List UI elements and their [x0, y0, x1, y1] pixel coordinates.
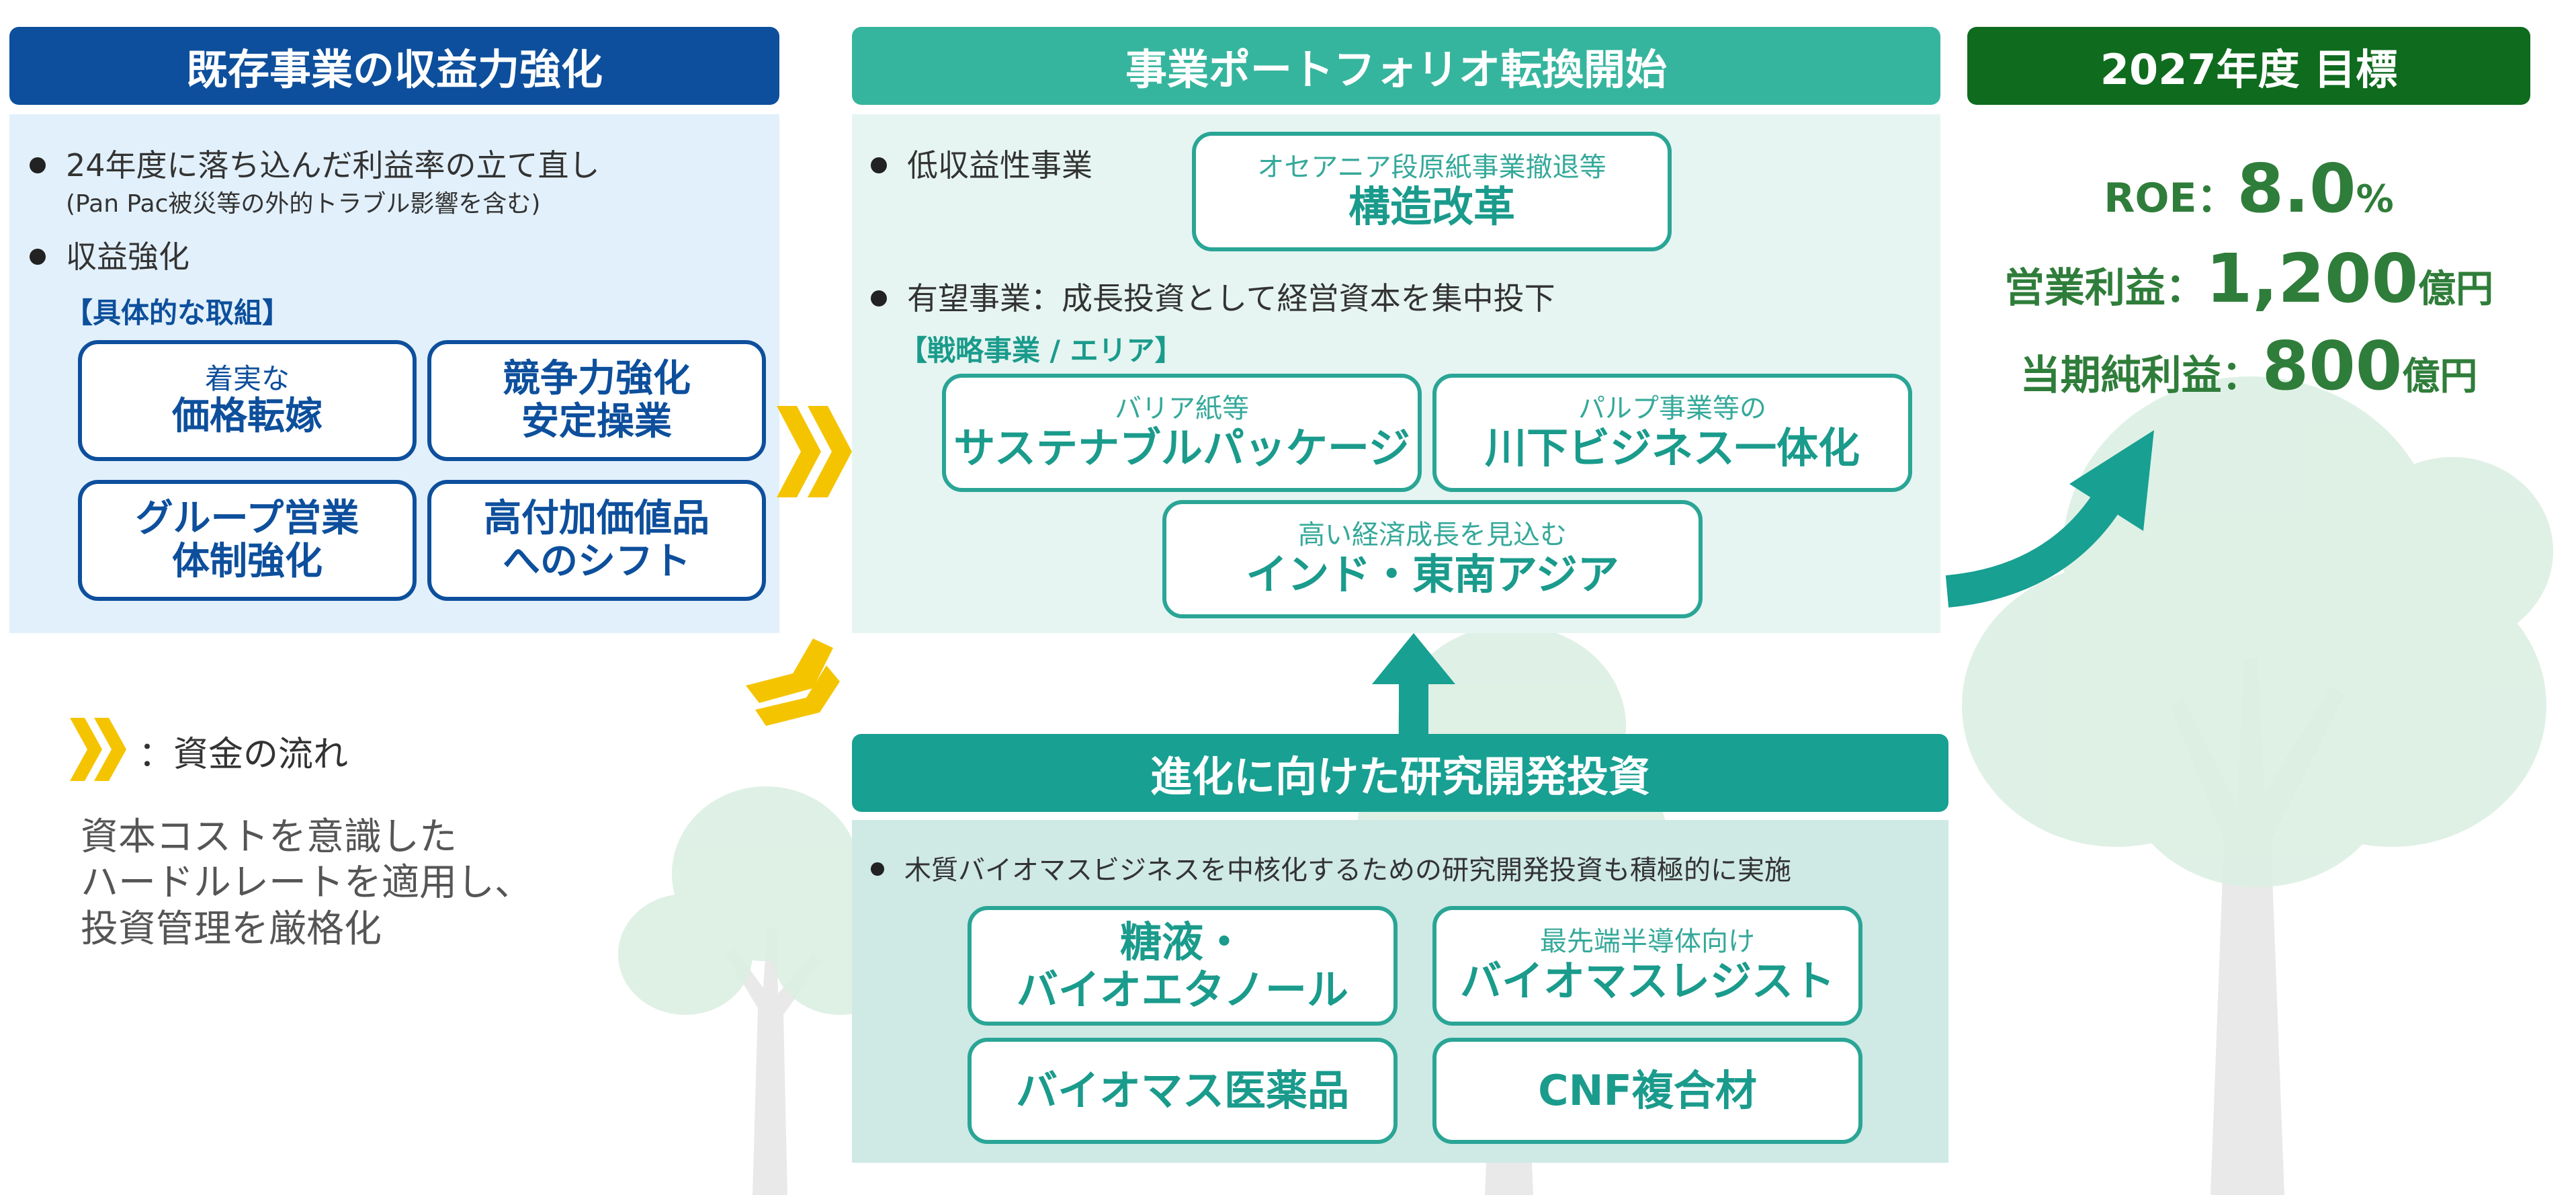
goal-roe: ROE：8.0%: [1967, 149, 2530, 228]
up-arrow-icon: [1372, 633, 1455, 734]
goal-op-label: 営業利益：: [2004, 265, 2206, 312]
capital-flow-chevron-down: [746, 638, 840, 726]
box-high-value-line2: へのシフト: [503, 540, 691, 583]
middle-bullet-2-text: 有望事業：成長投資として経営資本を集中投下: [907, 280, 1555, 317]
box-biomass-resist-main: バイオマスレジスト: [1459, 956, 1835, 1006]
box-sugar-line2: バイオエタノール: [1016, 965, 1349, 1014]
left-header: 既存事業の収益力強化: [9, 27, 779, 105]
growth-arrow-icon: [1945, 430, 2154, 608]
box-competitiveness: 競争力強化 安定操業: [427, 340, 766, 461]
box-sustainable-packaging-sub: バリア紙等: [1115, 393, 1249, 425]
box-price-pass-through: 着実な 価格転嫁: [78, 340, 417, 461]
legend-note-line-2: ハードルレートを適用し、: [81, 861, 532, 905]
goal-net-value: 800: [2262, 327, 2403, 405]
left-subheading: 【具体的な取組】: [65, 296, 291, 329]
box-downstream-integration: パルプ事業等の 川下ビジネス一体化: [1432, 374, 1912, 492]
goal-roe-unit: %: [2356, 177, 2394, 221]
box-cnf-composite-main: CNF複合材: [1538, 1066, 1757, 1116]
goal-header: 2027年度 目標: [1967, 27, 2530, 105]
box-high-value-line1: 高付加価値品: [484, 496, 710, 540]
bullet-dot: [871, 862, 884, 876]
bullet-dot: [871, 290, 887, 306]
middle-bullet-1-text: 低収益性事業: [907, 147, 1092, 183]
box-biomass-pharma: バイオマス医薬品: [968, 1038, 1398, 1144]
rnd-bullet-text: 木質バイオマスビジネスを中核化するための研究開発投資も積極的に実施: [904, 855, 1791, 886]
bullet-dot: [30, 248, 46, 265]
box-high-value-shift: 高付加価値品 へのシフト: [427, 480, 766, 601]
box-price-line1: 着実な: [204, 362, 290, 395]
box-biomass-resist: 最先端半導体向け バイオマスレジスト: [1432, 906, 1862, 1026]
goal-net-label: 当期純利益：: [2020, 352, 2262, 399]
goal-op-value: 1,200: [2205, 239, 2419, 318]
legend-chevron-icon: [70, 718, 126, 781]
rnd-bullet: 木質バイオマスビジネスを中核化するための研究開発投資も積極的に実施: [871, 848, 1791, 887]
goal-roe-value: 8.0: [2237, 149, 2356, 228]
box-sugar-line1: 糖液・: [1119, 917, 1245, 966]
middle-header: 事業ポートフォリオ転換開始: [852, 27, 1940, 105]
middle-bullet-1: 低収益性事業: [871, 141, 1092, 186]
box-structural-reform: オセアニア段原紙事業撤退等 構造改革: [1192, 132, 1672, 251]
left-bullet-1: 24年度に落ち込んだ利益率の立て直し: [30, 141, 600, 186]
goal-roe-label: ROE：: [2104, 175, 2237, 222]
legend-label: ：資金の流れ: [138, 735, 349, 775]
box-downstream-integration-sub: パルプ事業等の: [1578, 393, 1766, 425]
rnd-header: 進化に向けた研究開発投資: [852, 734, 1948, 812]
legend-note: 資本コストを意識した ハードルレートを適用し、 投資管理を厳格化: [81, 815, 532, 952]
left-bullet-2: 収益強化: [30, 233, 189, 277]
box-sustainable-packaging: バリア紙等 サステナブルパッケージ: [942, 374, 1422, 492]
goal-net-unit: 億円: [2402, 355, 2478, 399]
box-competitiveness-line2: 安定操業: [521, 400, 672, 444]
box-sustainable-packaging-main: サステナブルパッケージ: [953, 423, 1410, 473]
left-bullet-1-text: 24年度に落ち込んだ利益率の立て直し: [66, 147, 600, 183]
box-group-sales-line2: 体制強化: [172, 540, 323, 583]
box-price-line2: 価格転嫁: [172, 394, 323, 438]
bullet-dot: [30, 157, 46, 173]
middle-subheading: 【戦略事業 / エリア】: [899, 334, 1183, 367]
goal-op-unit: 億円: [2418, 267, 2494, 311]
box-sugar-bioethanol: 糖液・ バイオエタノール: [968, 906, 1398, 1026]
legend-note-line-1: 資本コストを意識した: [81, 815, 457, 859]
box-biomass-pharma-main: バイオマス医薬品: [1015, 1066, 1349, 1116]
capital-flow-chevron-right: [777, 406, 852, 497]
box-group-sales: グループ営業 体制強化: [78, 480, 417, 601]
box-group-sales-line1: グループ営業: [135, 496, 359, 540]
middle-bullet-2: 有望事業：成長投資として経営資本を集中投下: [871, 274, 1555, 319]
box-downstream-integration-main: 川下ビジネス一体化: [1484, 423, 1860, 473]
box-india-sea-sub: 高い経済成長を見込む: [1298, 520, 1567, 551]
box-structural-reform-main: 構造改革: [1348, 182, 1515, 232]
box-competitiveness-line1: 競争力強化: [503, 356, 691, 401]
left-bullet-2-text: 収益強化: [66, 239, 189, 275]
box-cnf-composite: CNF複合材: [1432, 1038, 1862, 1144]
box-india-sea: 高い経済成長を見込む インド・東南アジア: [1162, 500, 1703, 618]
box-biomass-resist-sub: 最先端半導体向け: [1540, 926, 1755, 958]
box-structural-reform-sub: オセアニア段原紙事業撤退等: [1257, 152, 1606, 183]
box-india-sea-main: インド・東南アジア: [1246, 550, 1619, 600]
left-bullet-1-note: (Pan Pac被災等の外的トラブル影響を含む): [66, 190, 541, 218]
goal-net-profit: 当期純利益：800億円: [1967, 327, 2530, 405]
goal-operating-profit: 営業利益：1,200億円: [1967, 239, 2530, 318]
bullet-dot: [871, 157, 887, 173]
legend-note-line-3: 投資管理を厳格化: [81, 907, 382, 951]
